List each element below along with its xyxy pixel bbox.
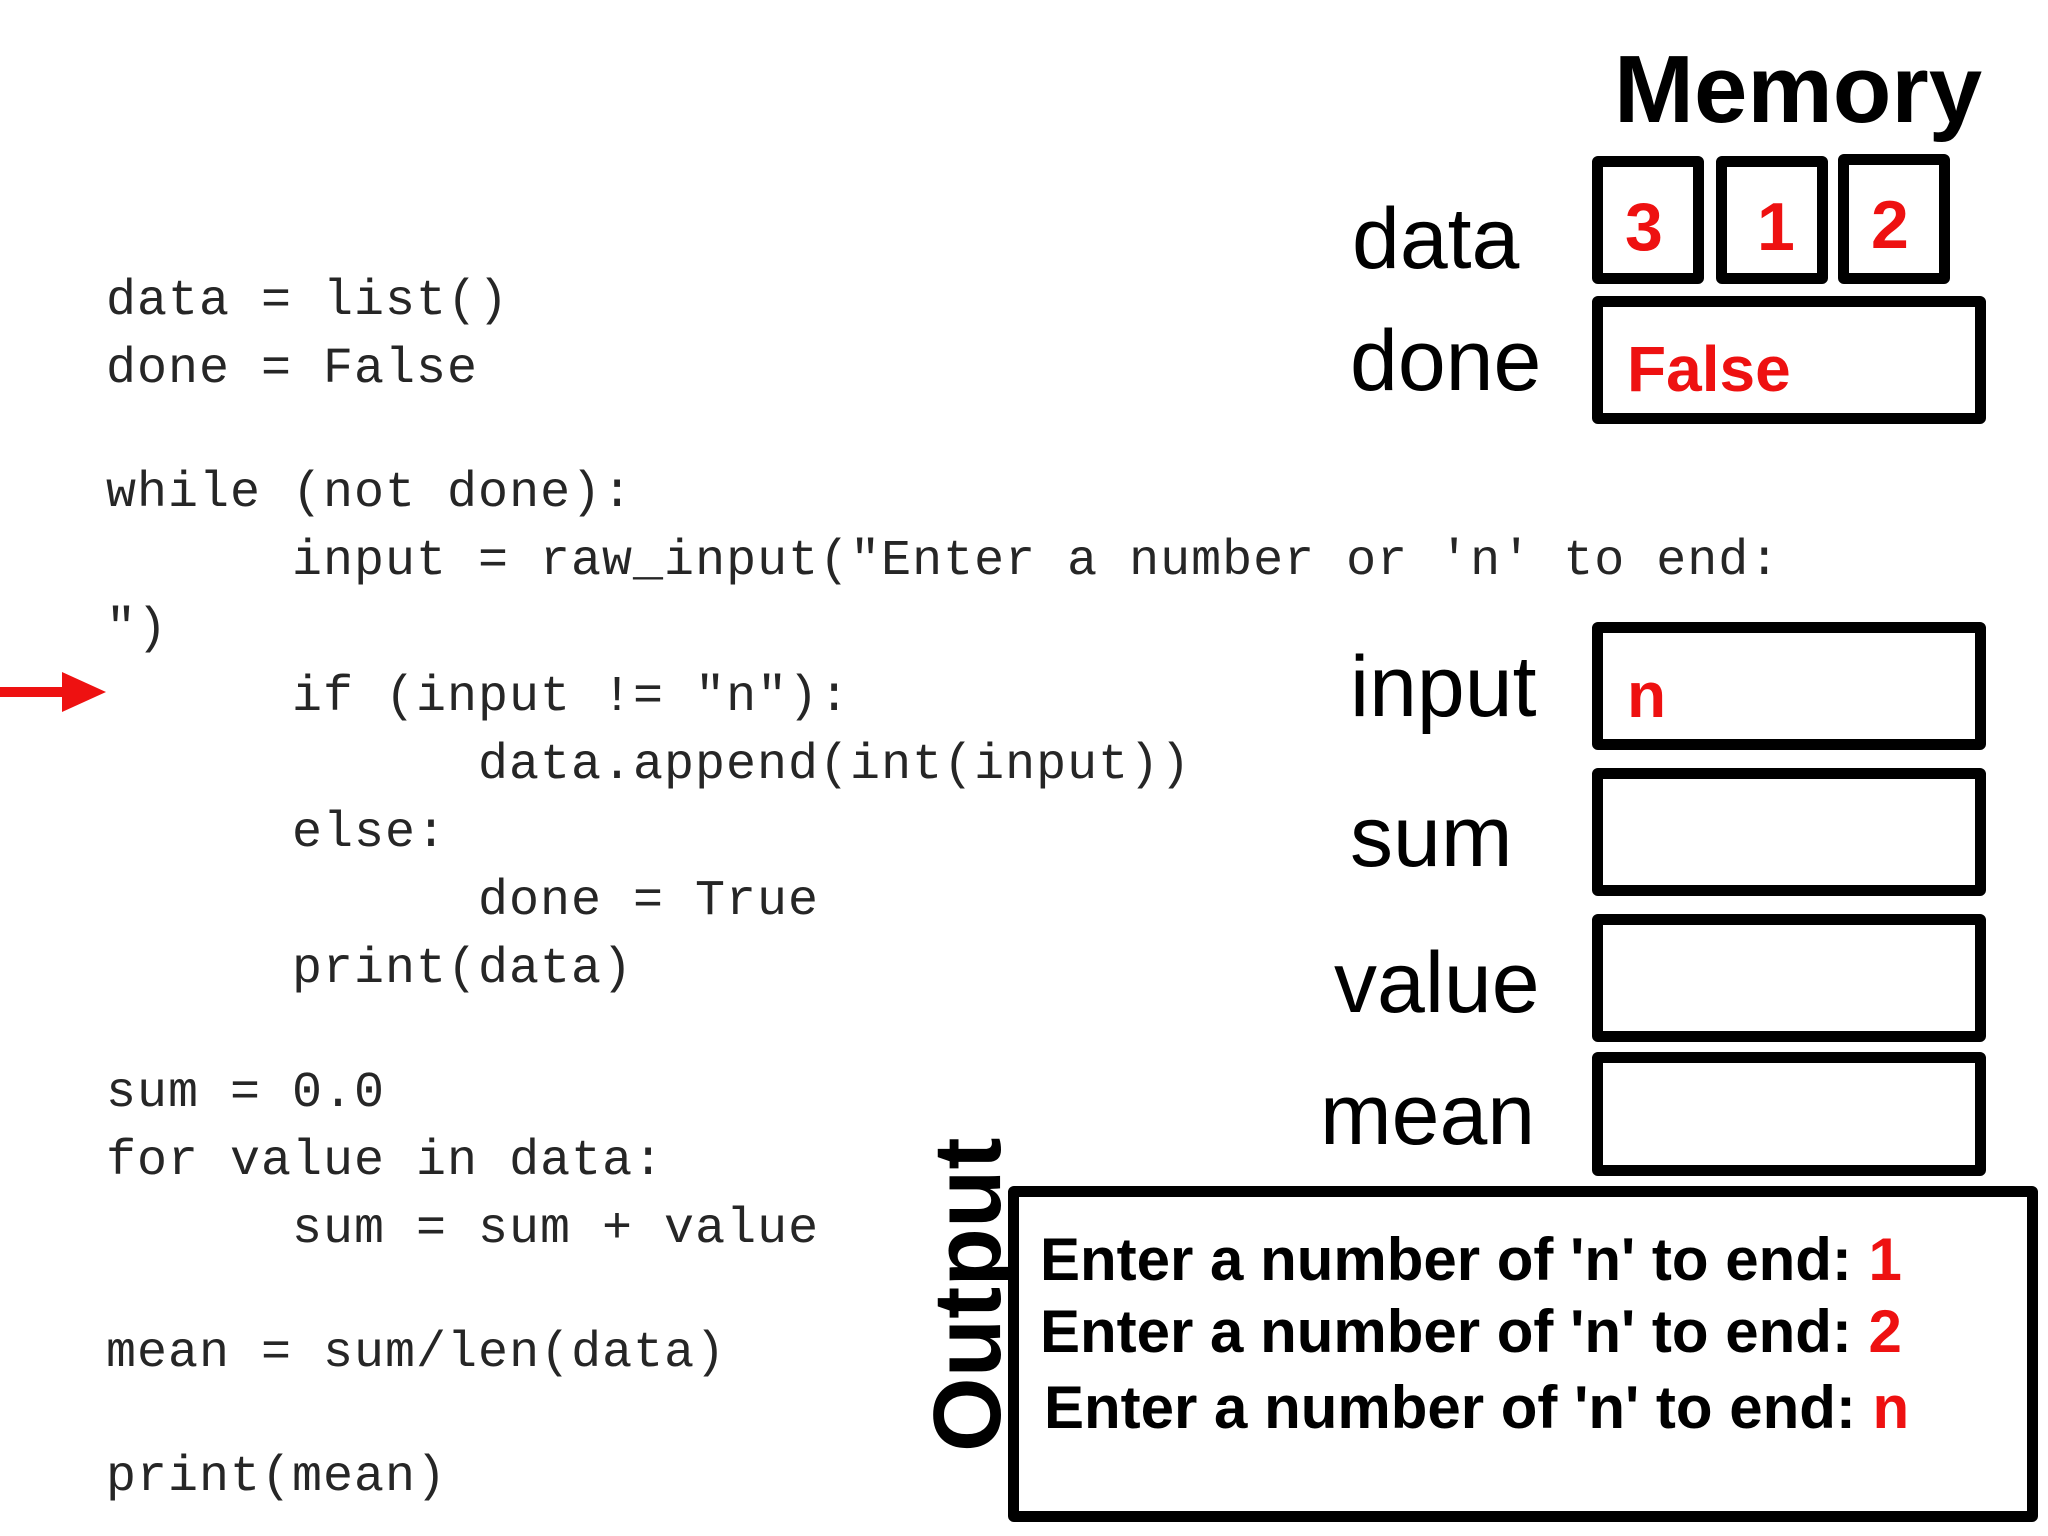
var-label-data: data <box>1352 191 1520 287</box>
current-line-arrow-icon <box>0 672 106 712</box>
data-cell-value: 2 <box>1871 187 1909 263</box>
data-cell-value: 1 <box>1757 189 1795 265</box>
output-prompt: Enter a number of 'n' to end: <box>1040 1226 1869 1293</box>
var-label-value: value <box>1334 935 1540 1031</box>
code-line-current: if (input != "n"): <box>292 669 851 726</box>
done-box: False <box>1592 296 1986 424</box>
sum-box <box>1592 768 1986 896</box>
output-line: Enter a number of 'n' to end: 2 <box>1040 1302 1902 1362</box>
var-label-done: done <box>1350 313 1542 409</box>
code-line: done = False <box>106 341 479 398</box>
var-label-mean: mean <box>1320 1067 1536 1163</box>
input-value: n <box>1627 659 1667 731</box>
done-value: False <box>1627 333 1791 405</box>
output-box <box>1008 1186 2038 1522</box>
code-line: print(data) <box>292 941 634 998</box>
output-input-value: 2 <box>1868 1298 1902 1365</box>
code-line: sum = sum + value <box>292 1201 820 1258</box>
code-line: else: <box>292 805 448 862</box>
code-line: input = raw_input("Enter a number or 'n'… <box>292 533 1781 590</box>
output-input-value: 1 <box>1868 1226 1902 1293</box>
code-line: done = True <box>478 873 820 930</box>
var-label-sum: sum <box>1350 789 1513 885</box>
code-line: data = list() <box>106 273 510 330</box>
code-line: ") <box>106 601 169 658</box>
code-line: print(mean) <box>106 1449 448 1506</box>
output-label: Output <box>914 1137 1021 1452</box>
code-line: while (not done): <box>106 465 634 522</box>
data-cell-2: 2 <box>1838 154 1950 284</box>
output-prompt: Enter a number of 'n' to end: <box>1044 1374 1873 1441</box>
memory-title: Memory <box>1614 36 1983 143</box>
input-box: n <box>1592 622 1986 750</box>
output-prompt: Enter a number of 'n' to end: <box>1040 1298 1869 1365</box>
code-line: for value in data: <box>106 1133 665 1190</box>
var-label-input: input <box>1350 639 1537 735</box>
data-cell-0: 3 <box>1592 156 1704 284</box>
code-line: mean = sum/len(data) <box>106 1325 727 1382</box>
output-line: Enter a number of 'n' to end: n <box>1044 1378 1909 1438</box>
code-line: sum = 0.0 <box>106 1065 386 1122</box>
data-cell-value: 3 <box>1625 189 1663 265</box>
output-input-value: n <box>1872 1374 1910 1441</box>
code-line: data.append(int(input)) <box>478 737 1192 794</box>
value-box <box>1592 914 1986 1042</box>
output-line: Enter a number of 'n' to end: 1 <box>1040 1230 1902 1290</box>
data-cell-1: 1 <box>1716 156 1828 284</box>
mean-box <box>1592 1052 1986 1176</box>
